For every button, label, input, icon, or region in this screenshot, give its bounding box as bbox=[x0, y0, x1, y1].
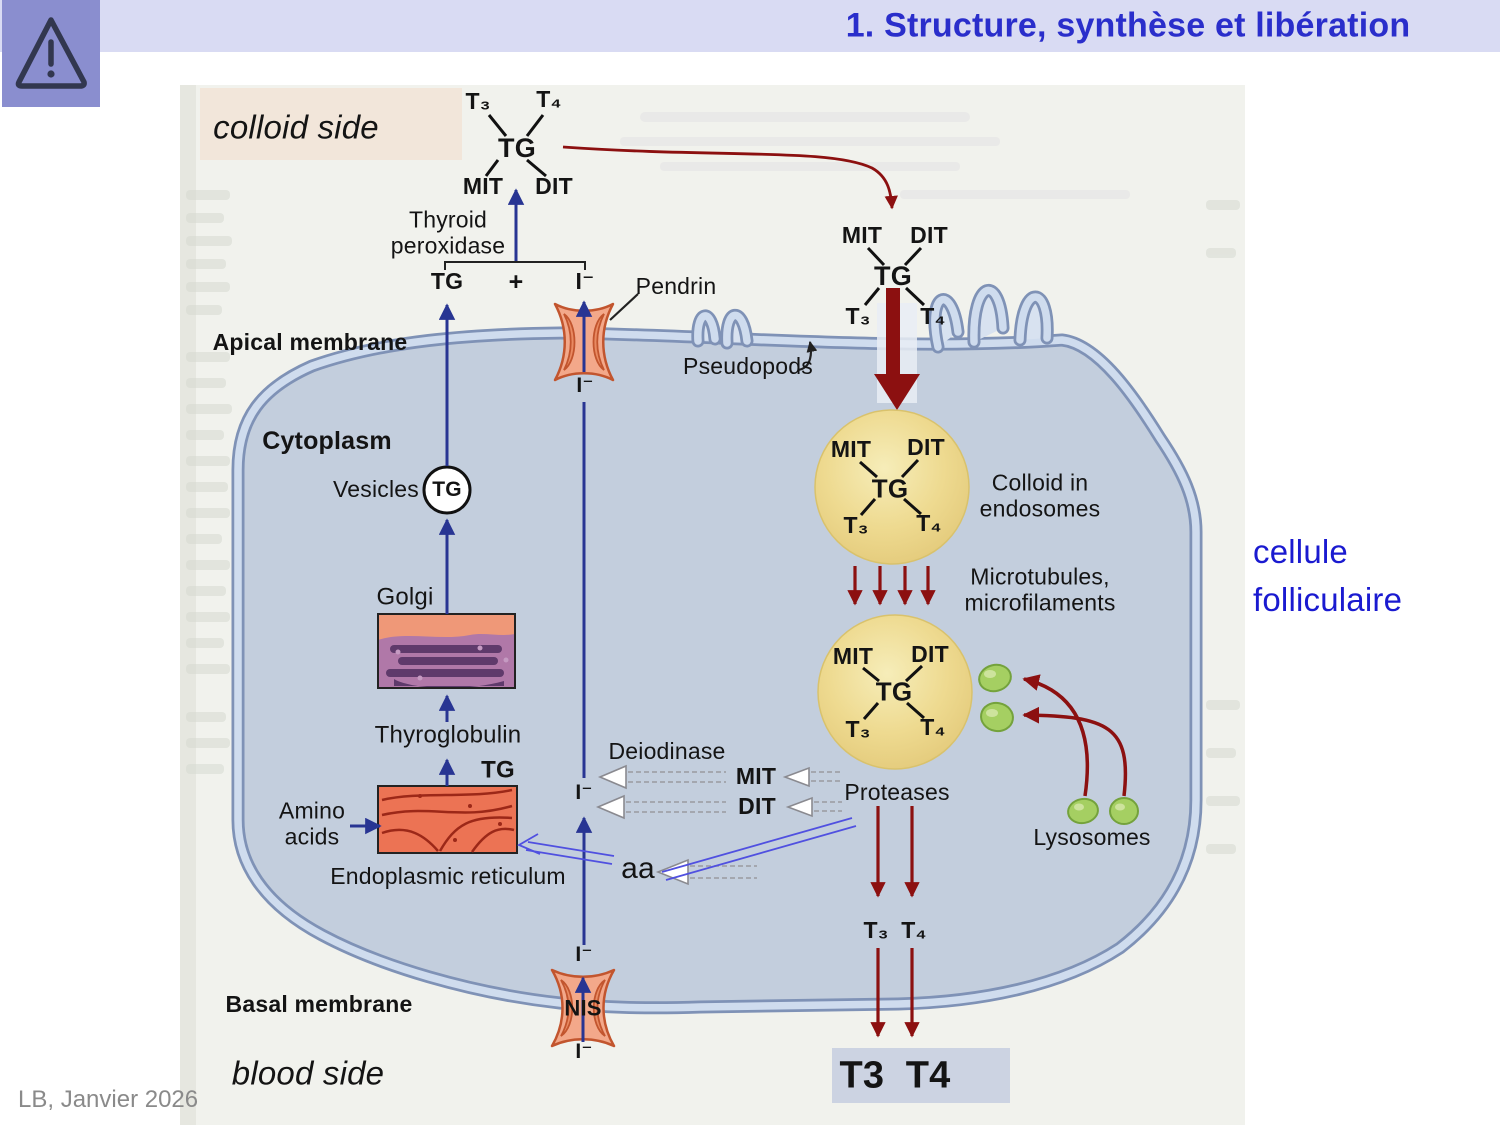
t4-label-endosome1: T₄ bbox=[916, 510, 942, 537]
tg-complex-bonds bbox=[484, 114, 926, 720]
dit-label-endosome2: DIT bbox=[911, 641, 949, 668]
endosome-circle-2 bbox=[817, 614, 973, 770]
endoplasmic-reticulum-label: Endoplasmic reticulum bbox=[330, 863, 566, 890]
blue-arrows bbox=[350, 188, 593, 1042]
apical-membrane-label: Apical membrane bbox=[212, 329, 408, 356]
mit-label-apical: MIT bbox=[841, 222, 883, 249]
t3-label-exit: T₃ bbox=[863, 917, 889, 944]
proteases-label: Proteases bbox=[844, 779, 950, 806]
aa-note: aa bbox=[621, 852, 655, 886]
pseudopods-label: Pseudopods bbox=[683, 353, 813, 380]
peroxidase-bracket bbox=[444, 261, 586, 270]
tg-label-vesicle: TG bbox=[432, 478, 462, 502]
t4-label-top: T₄ bbox=[536, 86, 562, 113]
mit-label-top: MIT bbox=[462, 173, 504, 200]
lysosomes-label: Lysosomes bbox=[1033, 824, 1151, 851]
thyroid-peroxidase-label: Thyroid peroxidase bbox=[390, 206, 506, 258]
released-hormones-label: T3 T4 bbox=[839, 1054, 951, 1097]
tg-label-endosome1: TG bbox=[871, 473, 909, 504]
basal-membrane-label: Basal membrane bbox=[225, 991, 413, 1018]
iodide-label-apical: I⁻ bbox=[575, 268, 595, 295]
tg-label-apical: TG bbox=[874, 260, 912, 291]
iodide-label-recycled: I⁻ bbox=[575, 781, 593, 805]
footer-credit: LB, Janvier 2026 bbox=[18, 1086, 199, 1113]
warning-icon-tile bbox=[2, 0, 100, 107]
warning-triangle-icon bbox=[15, 17, 87, 89]
tg-label-top: TG bbox=[498, 132, 536, 163]
title-bar bbox=[0, 0, 1500, 52]
hollow-arrows bbox=[595, 764, 842, 886]
plus-sign: + bbox=[508, 268, 524, 296]
colloid-in-endosomes-label: Colloid in endosomes bbox=[979, 469, 1101, 521]
t3-label-apical: T₃ bbox=[845, 303, 871, 330]
dit-label-endosome1: DIT bbox=[907, 434, 945, 461]
t3-label-top: T₃ bbox=[465, 88, 491, 115]
t3-label-endosome2: T₃ bbox=[845, 716, 871, 743]
colloid-side-label: colloid side bbox=[213, 108, 379, 146]
tg-label-er: TG bbox=[481, 756, 515, 784]
t4-label-apical: T₄ bbox=[920, 303, 946, 330]
t4-label-exit: T₄ bbox=[901, 917, 927, 944]
pendrin-label: Pendrin bbox=[635, 273, 717, 300]
endoplasmic-reticulum-shape bbox=[377, 785, 518, 854]
page-title: 1. Structure, synthèse et libération bbox=[845, 6, 1411, 45]
endosome-circle-1 bbox=[814, 409, 970, 565]
iodide-label-below-pendrin: I⁻ bbox=[576, 374, 594, 398]
nis-label: NIS bbox=[564, 995, 602, 1021]
cytoplasm-label: Cytoplasm bbox=[262, 427, 392, 455]
tg-label-substrate: TG bbox=[430, 268, 464, 295]
pseudopods-pointer bbox=[797, 340, 818, 372]
blood-side-label: blood side bbox=[231, 1054, 385, 1092]
dit-label-apical: DIT bbox=[910, 222, 948, 249]
aa-annotation-lines bbox=[516, 817, 857, 881]
mit-label-deiodinase: MIT bbox=[735, 763, 777, 790]
iodide-label-below-nis: I⁻ bbox=[575, 1040, 593, 1064]
vesicles-label: Vesicles bbox=[333, 476, 419, 503]
dit-label-top: DIT bbox=[535, 173, 573, 200]
vesicle-circle bbox=[422, 465, 472, 515]
dit-label-deiodinase: DIT bbox=[738, 793, 776, 820]
mit-label-endosome1: MIT bbox=[830, 436, 872, 463]
t4-label-endosome2: T₄ bbox=[920, 714, 946, 741]
deiodinase-label: Deiodinase bbox=[608, 738, 726, 765]
ghost-text-smudges bbox=[186, 190, 1240, 854]
cell-type-note: cellule folliculaire bbox=[1253, 533, 1403, 618]
amino-acids-label: Amino acids bbox=[278, 797, 346, 849]
tg-label-endosome2: TG bbox=[875, 676, 913, 707]
red-arrows bbox=[562, 145, 1128, 1038]
endocytosis-arrow bbox=[874, 288, 920, 410]
lysosome-blobs bbox=[978, 663, 1139, 825]
microtubules-label: Microtubules, microfilaments bbox=[964, 563, 1116, 615]
golgi-apparatus bbox=[377, 613, 516, 689]
t3-label-endosome1: T₃ bbox=[843, 512, 869, 539]
t3t4-highlight-box bbox=[832, 1048, 1010, 1103]
golgi-label: Golgi bbox=[376, 583, 434, 611]
thyroglobulin-label: Thyroglobulin bbox=[374, 721, 522, 749]
pendrin-pointer bbox=[609, 293, 639, 321]
iodide-label-above-nis: I⁻ bbox=[575, 943, 593, 967]
mit-label-endosome2: MIT bbox=[832, 643, 874, 670]
